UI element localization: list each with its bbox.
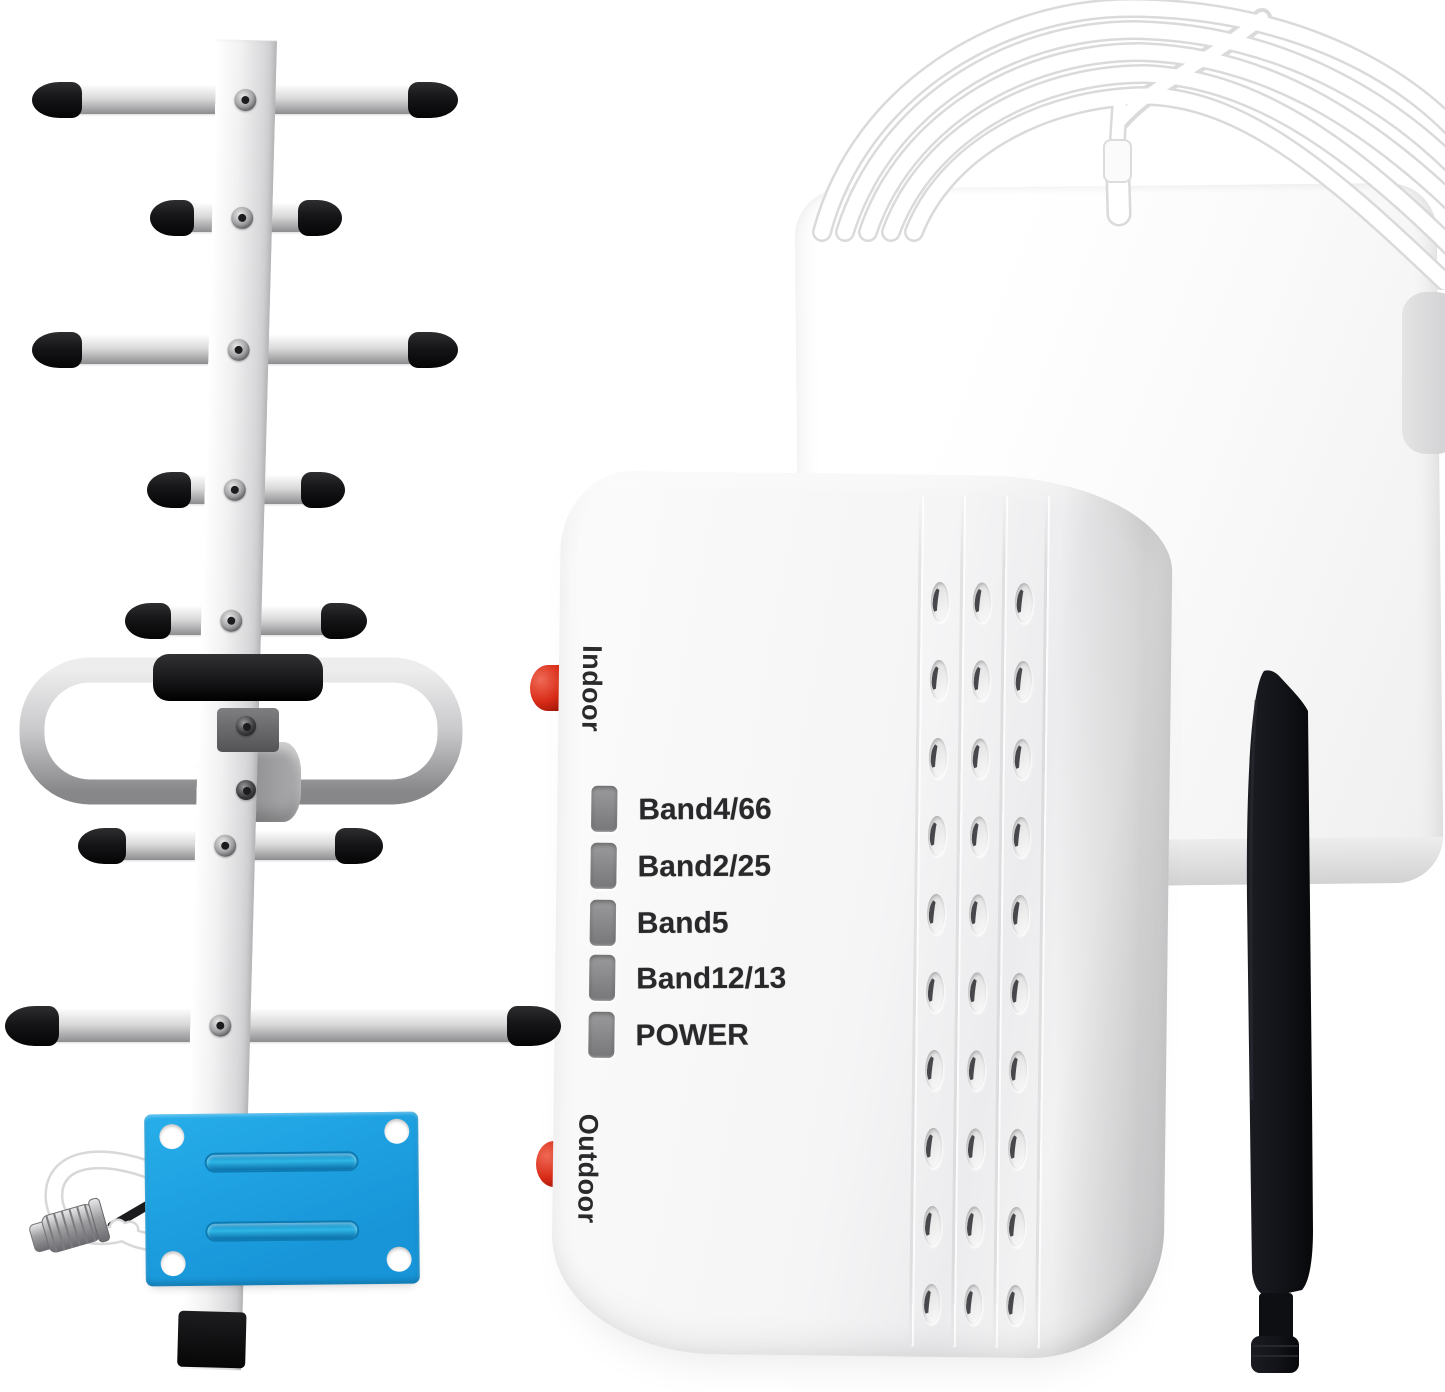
vent-slot-icon — [964, 1206, 984, 1247]
boom-screw-icon — [213, 834, 237, 857]
element-cap — [298, 200, 342, 236]
element-cap — [147, 472, 191, 508]
mounting-hole — [159, 1124, 185, 1150]
element-cap — [408, 332, 458, 368]
whip-base — [1251, 1336, 1299, 1373]
vent-slot-icon — [1006, 1284, 1025, 1326]
vent-slot-icon — [1006, 1206, 1026, 1248]
element-cap — [321, 603, 367, 639]
vent-slot-icon — [1013, 660, 1033, 702]
led-label-band4-66: Band4/66 — [638, 792, 772, 827]
vent-slot-icon — [924, 1049, 944, 1091]
element-cap — [408, 82, 458, 118]
dipole-center-block — [153, 654, 323, 701]
coax-cable-coil — [812, 0, 1445, 290]
element-cap — [78, 828, 126, 864]
vent-slot-icon — [965, 1128, 985, 1169]
element-cap — [125, 603, 171, 639]
vent-slot-icon — [1007, 1128, 1027, 1170]
element-cap — [301, 472, 345, 508]
whip-blade — [1246, 670, 1313, 1297]
amplifier-slot — [205, 1220, 360, 1242]
vent-slot-icon — [1014, 582, 1034, 624]
element-cap — [335, 828, 383, 864]
vent-slot-icon — [968, 894, 988, 935]
boom-screw-icon — [209, 1014, 232, 1037]
vent-slot-icon — [928, 737, 948, 779]
n-connector — [29, 1197, 111, 1253]
boom-screw-icon — [227, 338, 250, 362]
led-label-band12-13: Band12/13 — [636, 961, 787, 996]
boom-screw-icon — [230, 206, 254, 230]
booster-box: Band4/66 Band2/25 Band5 Band12/13 POWER … — [550, 470, 1174, 1360]
vent-slot-icon — [922, 1283, 941, 1324]
panel-mount-bracket — [1402, 292, 1445, 454]
yagi-antenna — [0, 0, 620, 1392]
mounting-hole — [384, 1118, 410, 1144]
vent-slot-icon — [927, 815, 947, 857]
boom-screw-icon — [223, 478, 247, 502]
vent-slot-icon — [1010, 894, 1030, 936]
led-label-band2-25: Band2/25 — [637, 849, 772, 884]
element-cap — [150, 200, 194, 236]
whip-antenna — [1246, 670, 1313, 1373]
vent-slot-icon — [969, 816, 989, 857]
clamp-screw-icon — [236, 780, 256, 800]
vent-slot-icon — [1011, 816, 1031, 858]
vent-slot-icon — [925, 971, 945, 1013]
vent-slot-icon — [1009, 972, 1029, 1014]
element-cap — [32, 332, 82, 368]
element-cap — [32, 82, 82, 118]
vent-slot-icon — [922, 1205, 942, 1246]
cable-ferrule — [1103, 139, 1132, 183]
vent-slot-icon — [972, 582, 992, 623]
vent-slot-icon — [929, 659, 949, 701]
element-cap — [507, 1006, 561, 1046]
vent-slot-icon — [966, 1050, 986, 1091]
boom-end-cap — [177, 1310, 247, 1369]
vent-slot-icon — [1012, 738, 1032, 780]
vent-slot-icon — [970, 738, 990, 779]
vent-slot-icon — [930, 581, 950, 623]
boom-screw-icon — [219, 609, 243, 633]
vent-slot-icon — [967, 972, 987, 1013]
yagi-element — [5, 1006, 561, 1046]
mounting-hole — [386, 1246, 412, 1272]
vent-slot-icon — [1008, 1050, 1028, 1092]
vent-slot-icon — [923, 1127, 943, 1168]
vent-slot-icon — [971, 660, 991, 701]
whip-neck — [1259, 1293, 1293, 1341]
amplifier-slot — [204, 1151, 359, 1173]
element-cap — [5, 1006, 59, 1046]
led-label-power: POWER — [635, 1018, 749, 1053]
vent-slot-icon — [926, 893, 946, 935]
boom-screw-icon — [234, 88, 257, 112]
mounting-hole — [160, 1251, 186, 1277]
vent-slot-icon — [964, 1284, 983, 1325]
clamp-screw-icon — [236, 716, 256, 736]
amplifier-plate — [144, 1111, 420, 1287]
led-label-band5: Band5 — [636, 906, 729, 941]
